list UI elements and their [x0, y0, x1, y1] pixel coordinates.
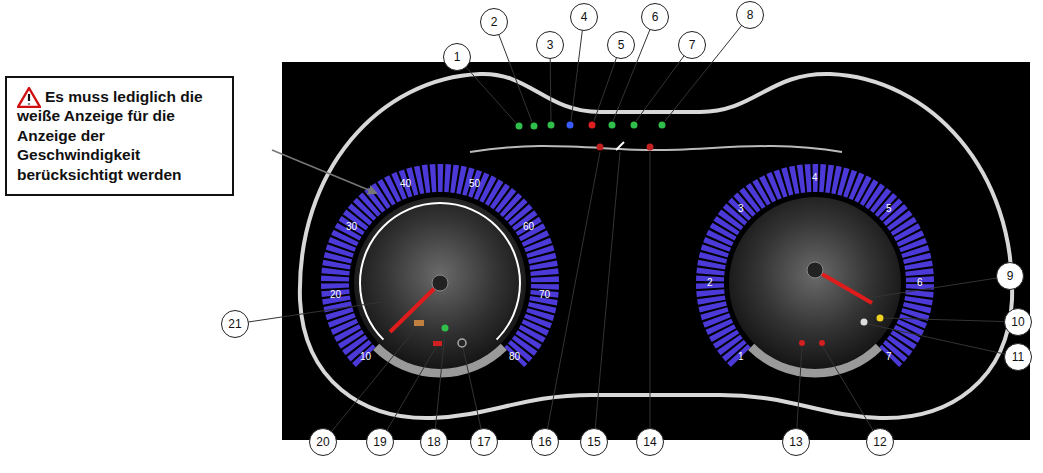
- callout-circle: 18: [420, 428, 448, 456]
- callout-circle: 3: [536, 31, 564, 59]
- scale-number: 30: [346, 222, 357, 232]
- callout-circle: 4: [570, 3, 598, 31]
- speed-dial: [354, 197, 526, 369]
- callout-circle: 1: [443, 43, 471, 71]
- callout-number: 9: [1007, 270, 1014, 282]
- scale-number: 6: [917, 278, 923, 288]
- rpm-dial: [729, 197, 901, 369]
- callout-number: 13: [789, 436, 802, 448]
- callout-circle: 13: [782, 428, 810, 456]
- warning-pointer: [272, 150, 376, 193]
- callout-number: 18: [427, 436, 440, 448]
- callout-circle: 10: [1004, 308, 1032, 336]
- callout-number: 16: [538, 436, 551, 448]
- scale-number: 2: [707, 278, 713, 288]
- callout-number: 12: [873, 436, 886, 448]
- callout-circle: 14: [636, 428, 664, 456]
- callout-number: 10: [1011, 316, 1024, 328]
- callout-number: 3: [547, 39, 554, 51]
- callout-number: 6: [652, 11, 659, 23]
- scale-number: 80: [509, 352, 520, 362]
- dashboard-ground: [282, 62, 1030, 440]
- callout-circle: 7: [678, 31, 706, 59]
- callout-number: 4: [581, 11, 588, 23]
- scale-number: 40: [400, 179, 411, 189]
- center-line: [470, 146, 842, 152]
- scale-number: 3: [738, 204, 744, 214]
- indicator-lamps: [414, 122, 884, 348]
- callout-number: 7: [689, 39, 696, 51]
- needle-hub: [432, 275, 448, 291]
- scale-number: 4: [812, 173, 818, 183]
- rpm-needle: [815, 270, 872, 303]
- callout-circle: 2: [480, 8, 508, 36]
- leader-lines: [235, 15, 1018, 442]
- scale-number: 10: [360, 352, 371, 362]
- callout-circle: 8: [736, 1, 764, 29]
- callout-circle: 15: [580, 428, 608, 456]
- callout-circle: 6: [641, 3, 669, 31]
- warning-triangle: [17, 87, 41, 108]
- callout-number: 8: [747, 9, 754, 21]
- callout-number: 15: [587, 436, 600, 448]
- scale-number: 70: [539, 290, 550, 300]
- callout-number: 20: [316, 436, 329, 448]
- speed-white-scale: [360, 203, 520, 340]
- needle-hub: [807, 262, 823, 278]
- callout-circle: 5: [607, 31, 635, 59]
- callout-number: 5: [618, 39, 625, 51]
- callout-number: 19: [373, 436, 386, 448]
- callout-number: 11: [1012, 351, 1024, 363]
- callout-number: 21: [228, 318, 241, 330]
- scale-number: 50: [469, 179, 480, 189]
- speed-needle: [390, 283, 440, 332]
- callout-number: 17: [477, 436, 490, 448]
- scale-number: 1: [738, 352, 744, 362]
- scale-number: 5: [886, 204, 892, 214]
- callout-circle: 16: [531, 428, 559, 456]
- callout-circle: 17: [470, 428, 498, 456]
- callout-number: 1: [454, 51, 461, 63]
- note-text: Es muss lediglich die weiße Anzeige für …: [17, 87, 222, 184]
- callout-circle: 19: [366, 428, 394, 456]
- callout-circle: 12: [866, 428, 894, 456]
- warning-note: Es muss lediglich die weiße Anzeige für …: [5, 76, 234, 196]
- scale-number: 7: [886, 352, 892, 362]
- callout-circle: 21: [221, 310, 249, 338]
- scale-number: 20: [330, 290, 341, 300]
- callout-circle: 20: [309, 428, 337, 456]
- callout-circle: 11: [1004, 343, 1032, 371]
- callout-number: 14: [643, 436, 656, 448]
- callout-circle: 9: [996, 262, 1024, 290]
- scale-number: 60: [523, 222, 534, 232]
- callout-number: 2: [491, 16, 498, 28]
- dashboard-outline: [300, 74, 1012, 418]
